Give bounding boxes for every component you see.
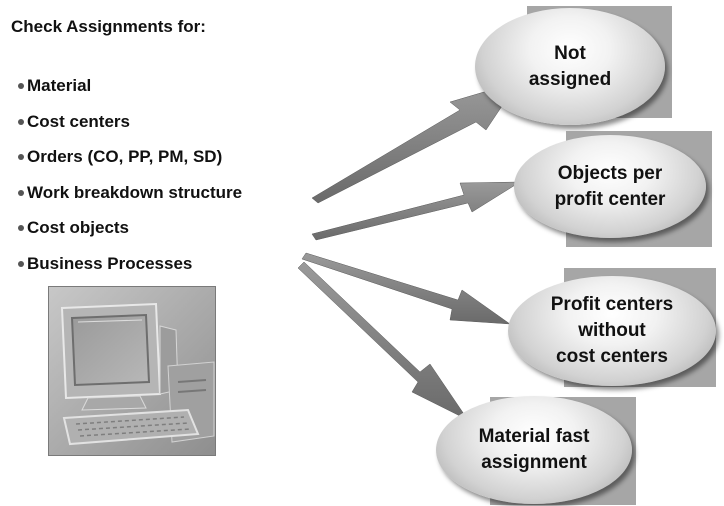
arrow-profit-centers-without-cost-centers	[301, 252, 511, 325]
target-profit-centers-without-cost-centers: Profit centers without cost centers	[508, 276, 716, 386]
bullet-icon	[18, 118, 24, 125]
bullet-icon	[18, 225, 24, 231]
bullet-icon	[18, 154, 24, 160]
assignment-list: Material Cost centers Orders (CO, PP, PM…	[18, 74, 242, 287]
target-material-fast-assignment: Material fast assignment	[436, 396, 632, 504]
page-heading: Check Assignments for:	[11, 17, 206, 36]
target-objects-per-profit-center: Objects per profit center	[514, 135, 706, 238]
target-not-assigned: Not assigned	[475, 8, 665, 125]
bullet-icon	[18, 260, 24, 267]
list-item-cost-objects: Cost objects	[18, 216, 242, 252]
arrow-material-fast-assignment	[297, 261, 469, 421]
list-item-cost-centers: Cost centers	[18, 110, 242, 146]
list-item-wbs: Work breakdown structure	[18, 181, 242, 217]
list-item-business-processes: Business Processes	[18, 252, 242, 288]
bullet-icon	[18, 83, 24, 89]
bullet-icon	[18, 189, 24, 196]
list-item-material: Material	[18, 74, 242, 110]
computer-illustration-icon	[48, 286, 216, 456]
list-item-orders: Orders (CO, PP, PM, SD)	[18, 145, 242, 181]
arrow-objects-per-profit-center	[311, 181, 521, 241]
